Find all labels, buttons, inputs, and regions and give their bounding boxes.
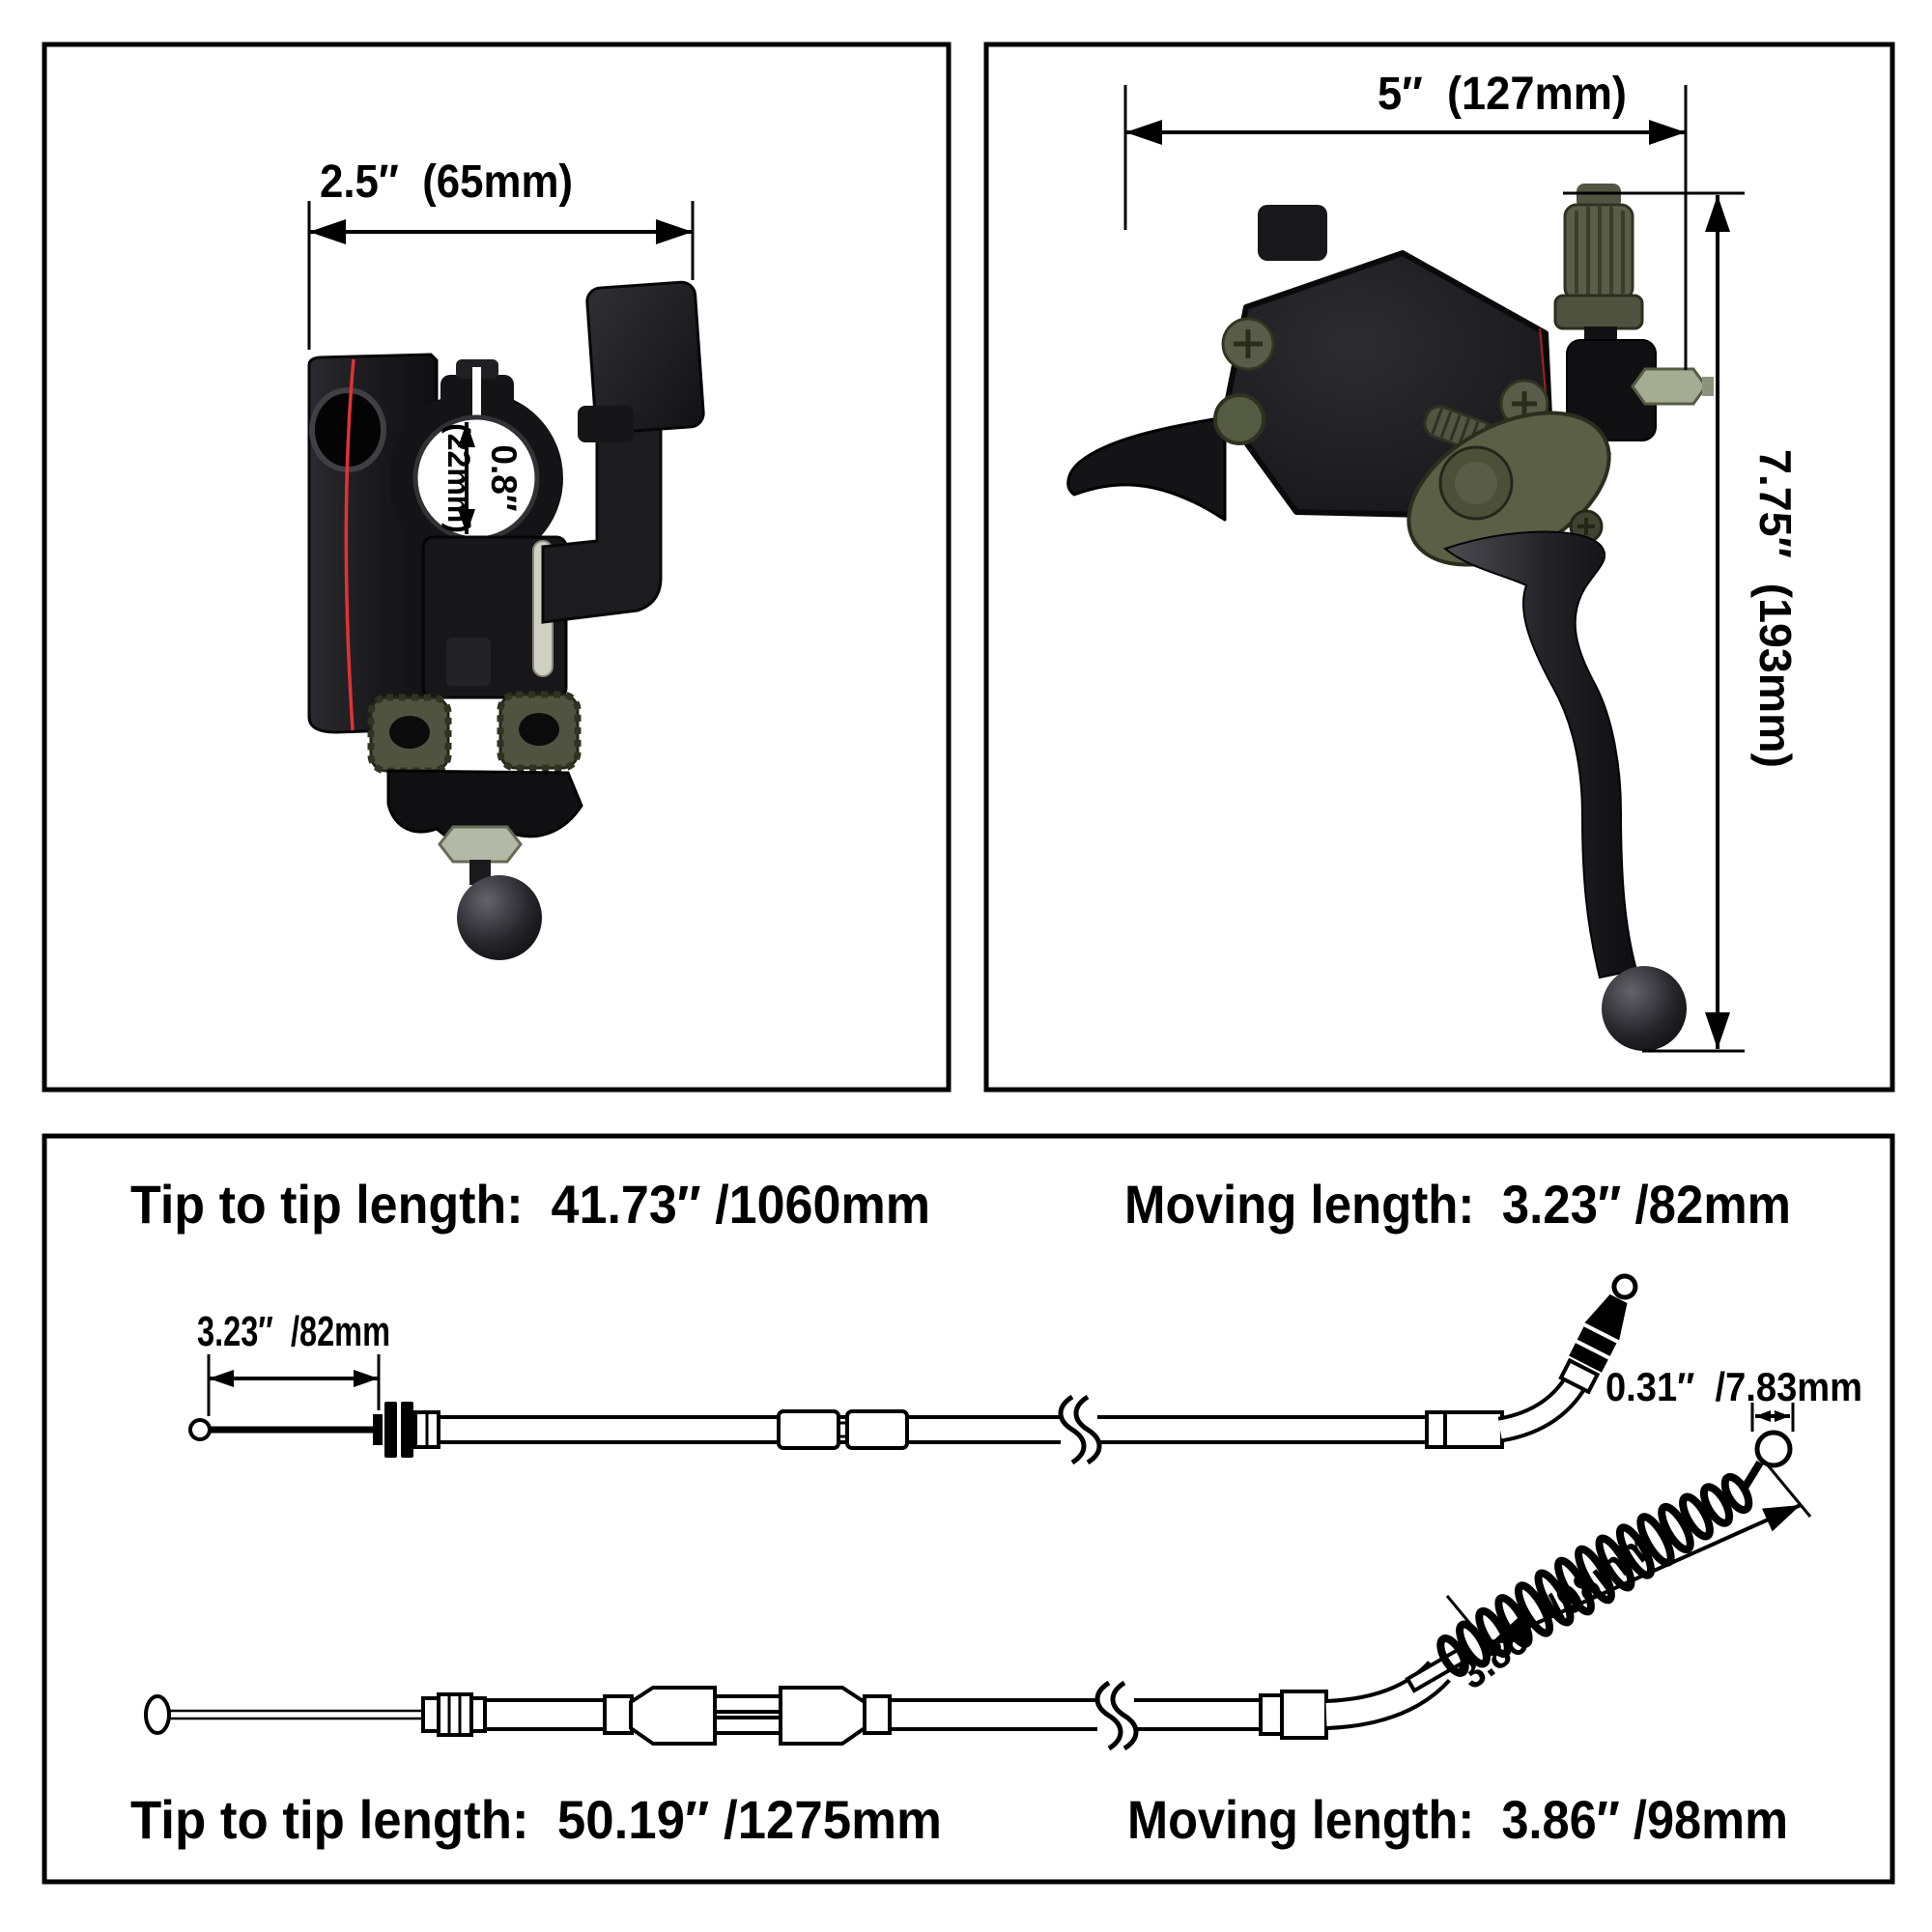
paddle-step xyxy=(578,406,634,442)
trigger-pivot xyxy=(1213,393,1265,445)
barrel-collar xyxy=(863,1694,892,1735)
barrel-collar xyxy=(603,1694,634,1735)
knurled-adjuster-left xyxy=(367,694,452,775)
width-dimension-5in: 5″ (127mm) xyxy=(1123,69,1688,370)
barrel-dim-label: 0.31″ /7.83mm xyxy=(1605,1364,1862,1409)
clutch-tip-to-tip-label: Tip to tip length: 50.19″ /1275mm xyxy=(130,1789,942,1850)
top-left-panel-border xyxy=(42,42,952,1093)
bottom-panel-border xyxy=(42,1133,1895,1885)
dim-label-7-75in: 7.75″ (193mm) xyxy=(1750,449,1801,768)
dim-label-5in: 5″ (127mm) xyxy=(1378,69,1627,120)
free-end-dimension: 3.23″ /82mm xyxy=(197,1308,390,1416)
cable-end-eyelet xyxy=(188,1418,212,1441)
adjuster-barrel-1 xyxy=(629,1686,717,1746)
clamp-dim-inches: 0.8″ xyxy=(484,444,524,511)
ball-joint-end xyxy=(457,875,542,960)
free-end-dim-label: 3.23″ /82mm xyxy=(197,1308,390,1355)
knurled-adjuster-right xyxy=(497,691,582,772)
coupler-1 xyxy=(777,1409,840,1450)
clamp-slit xyxy=(472,367,481,415)
bend-collar-1 xyxy=(1259,1693,1284,1736)
clutch-cable-drawing: 3.86″ /98mm xyxy=(144,1430,1812,1751)
choke-trigger xyxy=(1066,415,1227,522)
lever-blade xyxy=(1442,530,1638,980)
fitting-collar-2 xyxy=(437,1692,473,1737)
dim-label-2-5in: 2.5″ (65mm) xyxy=(320,156,573,208)
lever-ball-end xyxy=(1602,966,1687,1051)
throttle-moving-length-label: Moving length: 3.23″ /82mm xyxy=(1124,1174,1791,1235)
wire-stop xyxy=(373,1414,383,1445)
thumb-throttle-side-view xyxy=(307,280,705,960)
break-squiggle xyxy=(1073,1394,1102,1465)
elbow-adjuster xyxy=(1558,1273,1638,1395)
brake-lever-front-view xyxy=(1066,184,1714,1051)
cable-adjuster-barrel xyxy=(1553,184,1644,365)
coupler-2 xyxy=(845,1409,909,1450)
reservoir-cap xyxy=(1258,205,1327,261)
bolt-tip xyxy=(1702,377,1714,396)
sheath-end-cap xyxy=(1425,1410,1504,1449)
cable-end-eyelet xyxy=(144,1694,171,1735)
pivot-boss xyxy=(446,638,491,686)
hex-nut xyxy=(438,825,523,864)
boot-dimension: 3.86″ /98mm xyxy=(1445,1460,1812,1698)
fitting-collar-3 xyxy=(469,1696,487,1733)
red-seam-line xyxy=(344,358,355,731)
throttle-cable-drawing: 3.23″ /82mm 0.31″ /7.83mm xyxy=(188,1273,1862,1465)
throttle-tip-to-tip-label: Tip to tip length: 41.73″ /1060mm xyxy=(130,1174,930,1235)
adjuster-barrel-2 xyxy=(779,1686,867,1746)
top-right-panel-border xyxy=(983,42,1895,1093)
break-squiggle xyxy=(1058,1394,1087,1465)
width-dimension-2-5in: 2.5″ (65mm) xyxy=(307,156,695,350)
clamp-dim-mm: (22mm) xyxy=(441,423,476,533)
phillips-screw-left xyxy=(1221,317,1275,371)
thumb-paddle xyxy=(585,280,705,435)
throttle-arm xyxy=(541,417,663,624)
threaded-rod-top xyxy=(713,1694,782,1714)
adjuster-ring-2 xyxy=(401,1402,413,1458)
clamp-hex-bolt xyxy=(1631,367,1708,406)
bend-collar-2 xyxy=(1280,1690,1328,1740)
barrel-dimension: 0.31″ /7.83mm xyxy=(1605,1364,1862,1432)
cam-plate xyxy=(1406,411,1611,567)
break-squiggle xyxy=(1110,1680,1139,1751)
clutch-moving-length-label: Moving length: 3.86″ /98mm xyxy=(1127,1789,1788,1850)
adjuster-ring-1 xyxy=(384,1402,397,1458)
height-dimension-7-75in: 7.75″ (193mm) xyxy=(1563,191,1801,1053)
fitting-collar-1 xyxy=(421,1696,440,1733)
threaded-rod-bottom xyxy=(713,1716,782,1735)
clamp-dimension-0-8in: 0.8″ (22mm) xyxy=(441,422,524,534)
boot-end-barrel xyxy=(1754,1430,1793,1468)
break-squiggle xyxy=(1094,1680,1123,1751)
